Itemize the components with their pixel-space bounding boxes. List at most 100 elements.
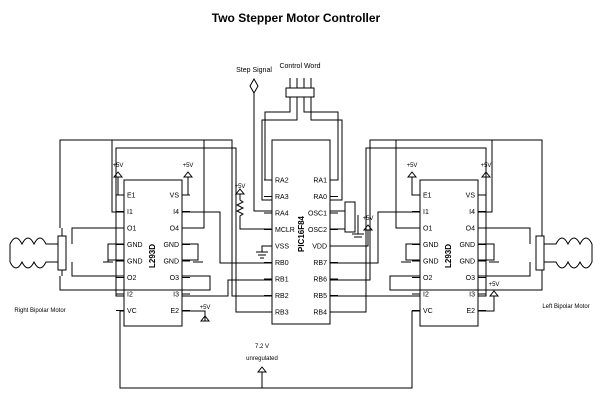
- dl-e1-5v-label: +5V: [113, 163, 124, 169]
- vdd-5v-arrow-icon: [362, 224, 374, 231]
- pin-label: E1: [127, 193, 136, 200]
- dr-e2-5v-arrow-icon: [488, 290, 500, 297]
- driver-left-power: [117, 177, 206, 321]
- right-motor-coil-icon: [9, 235, 67, 271]
- dl-vs-5v-arrow-icon: [182, 171, 194, 178]
- control-word-label: Control Word: [279, 63, 320, 70]
- pin-label: E2: [170, 308, 179, 315]
- driver-right-name: L293D: [444, 244, 453, 268]
- pin-label: RB3: [275, 310, 289, 317]
- driver-right-body: [419, 179, 479, 327]
- driver-left-grounds: [103, 243, 203, 263]
- right-motor-label: Right Bipolar Motor: [14, 308, 65, 314]
- left-motor-label: Left Bipolar Motor: [542, 304, 589, 310]
- pin-label: OSC1: [308, 211, 327, 218]
- pin-label: OSC2: [308, 227, 327, 234]
- driver-left-body: [123, 179, 183, 327]
- dr-e2-5v-label: +5V: [489, 282, 500, 288]
- pin-label: O2: [423, 275, 432, 282]
- pin-label: GND: [459, 242, 475, 249]
- pin-label: E1: [423, 193, 432, 200]
- pin-label: I4: [469, 209, 475, 216]
- pin-label: I2: [423, 292, 429, 299]
- pin-label: VS: [170, 193, 180, 200]
- pin-label: GND: [127, 259, 143, 266]
- oscillator-network: [330, 201, 369, 247]
- control-word-connector-icon: [285, 87, 315, 98]
- mclr-pullup: [235, 194, 272, 230]
- pin-label: GND: [423, 242, 439, 249]
- mclr-5v-arrow-icon: [234, 188, 246, 195]
- pin-label: VS: [466, 193, 476, 200]
- pin-label: O1: [127, 226, 136, 233]
- left-motor-wiring: [389, 139, 543, 291]
- vdd-5v-label: +5V: [363, 216, 374, 222]
- pin-label: RB7: [313, 260, 327, 267]
- dl-e2-5v-label: +5V: [200, 305, 211, 311]
- dr-e1-5v-arrow-icon: [406, 171, 418, 178]
- control-word-stub-lines: [289, 78, 312, 88]
- pin-label: VSS: [275, 244, 289, 251]
- pin-label: RA2: [275, 178, 289, 185]
- pin-label: GND: [127, 242, 143, 249]
- wires-step-signal: [253, 93, 272, 212]
- dl-vs-5v-label: +5V: [183, 163, 194, 169]
- pin-label: E2: [466, 308, 475, 315]
- pin-label: RB0: [275, 260, 289, 267]
- dl-e2-5v-arrow-icon: [199, 315, 211, 322]
- pin-label: I3: [469, 292, 475, 299]
- pin-label: I3: [173, 292, 179, 299]
- supply-arrow-icon: [256, 366, 268, 373]
- pin-label: I2: [127, 292, 133, 299]
- pin-label: GND: [163, 259, 179, 266]
- pin-label: RB4: [313, 310, 327, 317]
- pin-label: RA4: [275, 211, 289, 218]
- supply-voltage-label: 7.2 V: [255, 344, 269, 350]
- pin-label: O4: [466, 226, 475, 233]
- driver-left-name: L293D: [148, 244, 157, 268]
- dr-e1-5v-label: +5V: [407, 163, 418, 169]
- pin-label: RA3: [275, 194, 289, 201]
- pin-label: RB6: [313, 277, 327, 284]
- supply-bus: [119, 310, 420, 389]
- pin-label: RA1: [313, 178, 327, 185]
- pin-label: O4: [170, 226, 179, 233]
- wires-control-word: [261, 97, 343, 201]
- pin-label: VC: [127, 308, 137, 315]
- pin-label: O1: [423, 226, 432, 233]
- step-signal-connector-icon: [249, 77, 259, 95]
- dl-e1-5v-arrow-icon: [112, 171, 124, 178]
- dr-vs-5v-label: +5V: [481, 163, 492, 169]
- wires-pic-to-drivers: [111, 139, 493, 313]
- pin-label: GND: [459, 259, 475, 266]
- pin-label: I1: [127, 209, 133, 216]
- pic-chip-name: PIC16F84: [297, 215, 306, 252]
- pin-label: RB2: [275, 293, 289, 300]
- pin-label: RB5: [313, 293, 327, 300]
- pin-label: MCLR: [275, 227, 295, 234]
- pin-label: RB1: [275, 277, 289, 284]
- driver-right-power: [411, 177, 495, 312]
- left-motor-coil-icon: [535, 235, 593, 271]
- dr-vs-5v-arrow-icon: [480, 171, 492, 178]
- pin-label: RA0: [313, 194, 327, 201]
- pic-chip-body: [271, 139, 331, 325]
- driver-right-grounds: [401, 243, 499, 263]
- pin-label: O2: [127, 275, 136, 282]
- pin-label: GND: [423, 259, 439, 266]
- pin-label: O3: [466, 275, 475, 282]
- pin-label: I1: [423, 209, 429, 216]
- step-signal-label: Step Signal: [236, 67, 272, 74]
- pin-label: VDD: [312, 244, 327, 251]
- pin-label: GND: [163, 242, 179, 249]
- pin-label: O3: [170, 275, 179, 282]
- pin-label: I4: [173, 209, 179, 216]
- supply-unregulated-label: unregulated: [246, 356, 278, 362]
- pin-label: VC: [423, 308, 433, 315]
- diagram-title: Two Stepper Motor Controller: [212, 11, 381, 25]
- vss-ground: [256, 245, 272, 259]
